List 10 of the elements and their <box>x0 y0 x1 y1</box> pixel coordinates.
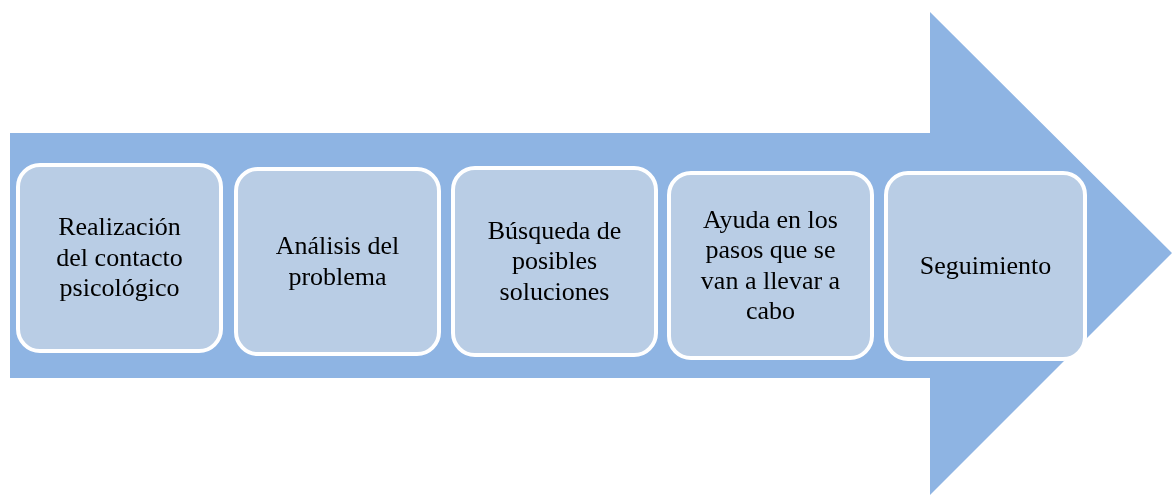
step-label: Búsqueda de posibles soluciones <box>486 215 623 308</box>
step-label: Seguimiento <box>919 250 1052 282</box>
process-box <box>234 167 441 356</box>
process-box <box>16 163 223 353</box>
process-box <box>451 166 658 357</box>
step-label: Realización del contacto psicológico <box>55 212 184 304</box>
step-label: Ayuda en los pasos que se van a llevar a cabo <box>699 204 842 327</box>
process-box <box>884 171 1087 361</box>
process-box <box>667 171 874 360</box>
step-label: Análisis del problema <box>274 231 401 292</box>
